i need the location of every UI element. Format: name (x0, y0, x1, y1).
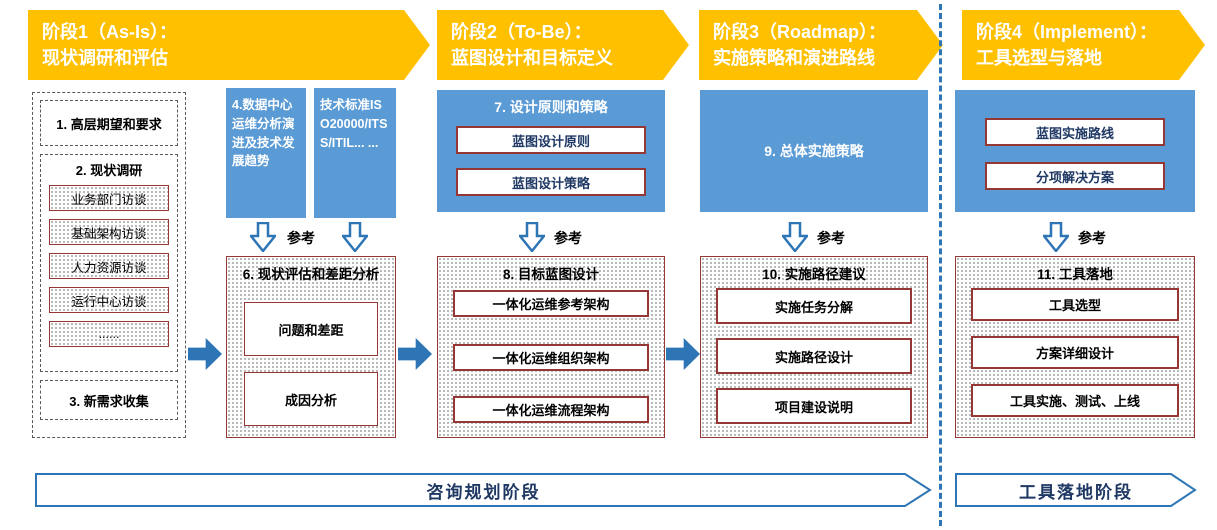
implement-item-solution-breakdown: 分项解决方案 (985, 162, 1165, 190)
flow-arrow-3-icon (666, 338, 700, 370)
new-requirements-box: 3. 新需求收集 (40, 380, 178, 420)
assessment-item-gaps: 问题和差距 (244, 302, 378, 356)
down-arrow-icon (1043, 222, 1069, 252)
phase-banner-to-be: 阶段2（To-Be）： 蓝图设计和目标定义 (437, 10, 689, 80)
down-arrow-icon (342, 222, 368, 252)
survey-item-hr: 人力资源访谈 (49, 253, 169, 279)
blueprint-item-reference-architecture: 一体化运维参考架构 (453, 290, 649, 317)
blueprint-design-title: 8. 目标蓝图设计 (502, 267, 599, 282)
phase-banner-roadmap: 阶段3（Roadmap）： 实施策略和演进路线 (699, 10, 943, 80)
landing-phase-label: 工具落地阶段 (1019, 482, 1133, 502)
survey-item-more: ...... (49, 321, 169, 347)
consulting-phase-label: 咨询规划阶段 (426, 482, 541, 502)
principles-item-blueprint-principles: 蓝图设计原则 (456, 126, 646, 154)
phase-banner-implement-line2: 工具选型与落地 (976, 48, 1102, 68)
down-arrow-icon (782, 222, 808, 252)
implement-header-box (955, 90, 1195, 212)
flow-arrow-2-icon (398, 338, 432, 370)
design-principles-title: 7. 设计原则和策略 (494, 99, 608, 115)
survey-item-business: 业务部门访谈 (49, 185, 169, 211)
principles-item-blueprint-strategy: 蓝图设计策略 (456, 168, 646, 196)
reference-box-datacenter-trends: 4.数据中心运维分析演进及技术发展趋势 (226, 88, 306, 218)
phase-banner-roadmap-line2: 实施策略和演进路线 (713, 48, 875, 68)
survey-box: 2. 现状调研 业务部门访谈 基础架构访谈 人力资源访谈 运行中心访谈 ....… (40, 154, 178, 372)
phase-banner-as-is-line1: 阶段1（As-Is）： (42, 21, 178, 42)
reference-box-standards: 技术标准ISO20000/ITSS/ITIL... ... (314, 88, 396, 218)
landing-item-tool-selection: 工具选型 (971, 288, 1179, 321)
landing-phase-arrow: 工具落地阶段 (955, 472, 1197, 508)
path-item-task-breakdown: 实施任务分解 (716, 288, 912, 324)
reference-label-implement: 参考 (1078, 230, 1106, 246)
expectations-label: 1. 高层期望和要求 (56, 116, 162, 132)
path-item-path-design: 实施路径设计 (716, 338, 912, 374)
reference-label-assessment: 参考 (287, 230, 315, 246)
phase-banner-to-be-line2: 蓝图设计和目标定义 (451, 48, 613, 68)
consulting-phase-arrow-shape (35, 473, 932, 507)
blueprint-item-organization-architecture: 一体化运维组织架构 (453, 344, 649, 371)
consulting-phase-arrow: 咨询规划阶段 (35, 472, 932, 508)
phase-banner-implement: 阶段4（Implement）： 工具选型与落地 (962, 10, 1205, 80)
reference-label-roadmap: 参考 (817, 230, 845, 246)
landing-item-detailed-design: 方案详细设计 (971, 336, 1179, 369)
blueprint-item-process-architecture: 一体化运维流程架构 (453, 396, 649, 423)
new-requirements-label: 3. 新需求收集 (69, 393, 149, 409)
phase-banner-as-is-line2: 现状调研和评估 (42, 48, 168, 68)
assessment-item-root-cause: 成因分析 (244, 372, 378, 426)
implementation-path-title: 10. 实施路径建议 (762, 267, 866, 282)
survey-title: 2. 现状调研 (75, 163, 143, 178)
down-arrow-icon (519, 222, 545, 252)
phase-banner-to-be-line1: 阶段2（To-Be）： (451, 21, 592, 42)
phase-divider-line (939, 4, 942, 526)
flow-arrow-1-icon (188, 338, 222, 370)
phase-banner-roadmap-line1: 阶段3（Roadmap）： (713, 21, 887, 42)
phase-banner-as-is: 阶段1（As-Is）： 现状调研和评估 (28, 10, 430, 80)
down-arrow-icon (250, 222, 276, 252)
expectations-box: 1. 高层期望和要求 (40, 100, 178, 146)
landing-phase-arrow-shape (955, 473, 1197, 507)
overall-strategy-label: 9. 总体实施策略 (764, 143, 864, 159)
tool-landing-title: 11. 工具落地 (1037, 267, 1113, 282)
reference-box-standards-label: 技术标准ISO20000/ITSS/ITIL... ... (320, 98, 388, 150)
landing-item-implement-test-launch: 工具实施、测试、上线 (971, 384, 1179, 417)
phase-banner-implement-line1: 阶段4（Implement）： (976, 21, 1158, 42)
overall-strategy-box: 9. 总体实施策略 (700, 90, 928, 212)
assessment-title: 6. 现状评估和差距分析 (242, 267, 380, 282)
reference-box-datacenter-trends-label: 4.数据中心运维分析演进及技术发展趋势 (232, 98, 295, 169)
implement-item-blueprint-route: 蓝图实施路线 (985, 118, 1165, 146)
survey-item-infrastructure: 基础架构访谈 (49, 219, 169, 245)
path-item-project-description: 项目建设说明 (716, 388, 912, 424)
survey-item-operations-center: 运行中心访谈 (49, 287, 169, 313)
reference-label-tobe: 参考 (554, 230, 582, 246)
